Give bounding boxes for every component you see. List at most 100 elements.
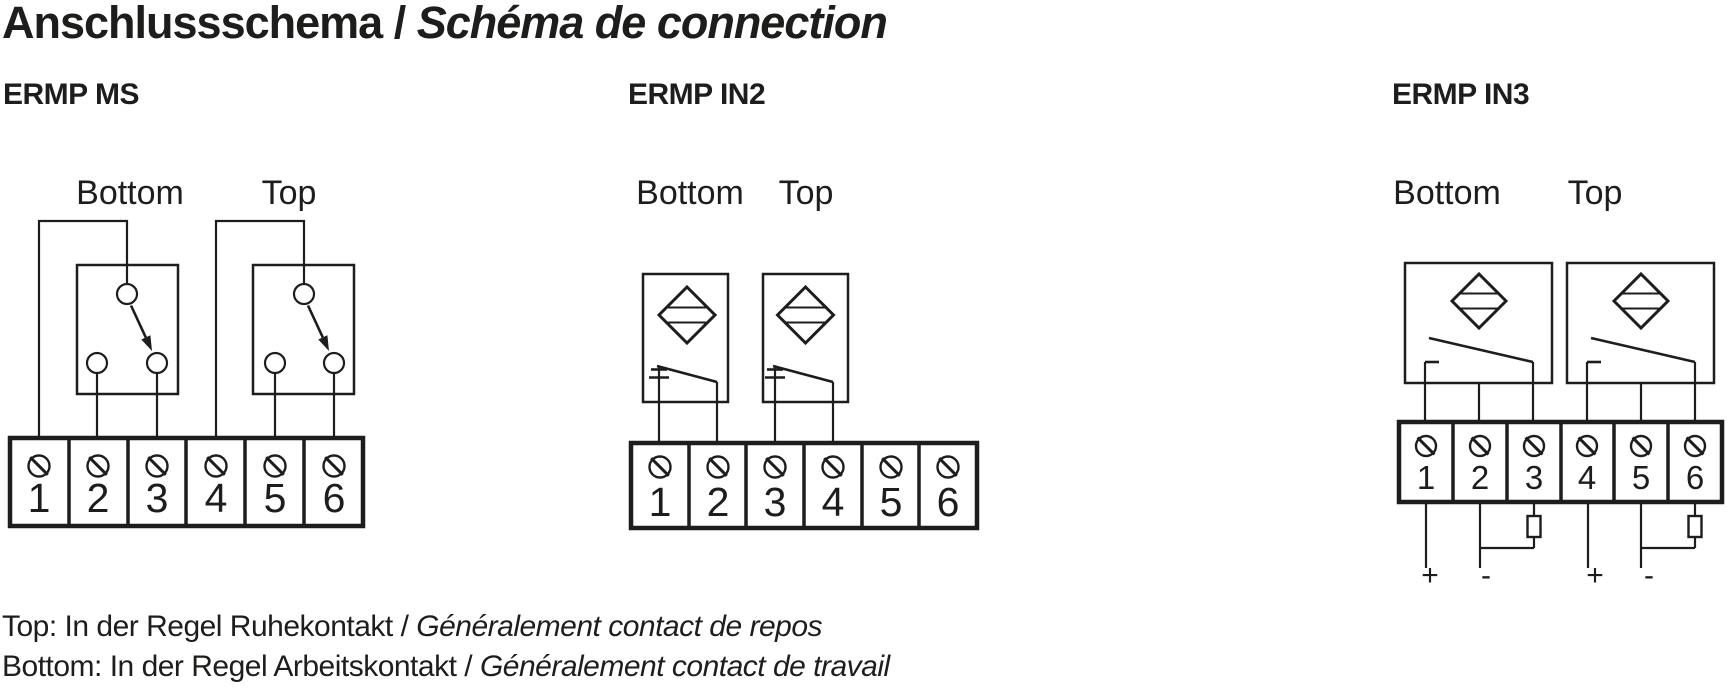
terminal-block: 1 2 3 4 5 bbox=[1396, 419, 1725, 505]
sensor-diamond-icon bbox=[1611, 271, 1671, 331]
terminal-6: 6 bbox=[322, 454, 346, 521]
label-bottom: Bottom bbox=[1393, 174, 1501, 212]
terminal-5: 5 bbox=[263, 454, 287, 521]
screw-icon bbox=[263, 454, 287, 478]
terminal-1: 1 bbox=[27, 454, 51, 521]
switch-arrow-icon bbox=[129, 304, 152, 351]
terminal-2: 2 bbox=[706, 455, 730, 525]
top-sensor bbox=[1565, 261, 1716, 385]
screw-icon bbox=[86, 454, 110, 478]
terminal-2: 2 bbox=[86, 454, 110, 521]
terminal-number: 6 bbox=[937, 479, 960, 525]
section-heading-ermp-ms: ERMP MS bbox=[3, 78, 139, 111]
screw-icon bbox=[763, 455, 787, 479]
label-bottom: Bottom bbox=[636, 174, 744, 212]
sensor-diamond-icon bbox=[775, 284, 836, 346]
screw-icon bbox=[1522, 434, 1546, 458]
top-switch-wiring bbox=[214, 219, 336, 438]
bottom-sensor bbox=[1403, 261, 1554, 385]
diagram-ermp-ms: Bottom Top bbox=[7, 174, 366, 529]
diagram-ermp-in3: Bottom Top bbox=[1393, 174, 1725, 592]
terminal-number: 4 bbox=[205, 475, 228, 521]
screw-icon bbox=[1468, 434, 1492, 458]
terminal-3: 3 bbox=[763, 455, 787, 525]
screw-icon bbox=[1683, 434, 1707, 458]
terminal-number: 6 bbox=[1686, 459, 1704, 496]
terminal-number: 6 bbox=[323, 475, 346, 521]
screw-icon bbox=[204, 454, 228, 478]
footnote-german: Bottom: In der Regel Arbeitskontakt bbox=[2, 650, 457, 683]
footnote-french: Généralement contact de repos bbox=[416, 610, 823, 643]
label-top: Top bbox=[1568, 174, 1623, 212]
top-sensor bbox=[761, 272, 850, 404]
bottom-switch-wiring bbox=[37, 219, 159, 438]
terminal-3: 3 bbox=[145, 454, 169, 521]
title-french: Schéma de connection bbox=[416, 0, 888, 48]
footnote-top: Top: In der Regel Ruhekontakt / Générale… bbox=[2, 610, 823, 643]
bottom-sensor bbox=[641, 272, 730, 404]
terminal-6: 6 bbox=[1683, 434, 1707, 496]
terminal-number: 2 bbox=[87, 475, 110, 521]
screw-icon bbox=[1575, 434, 1599, 458]
terminal-number: 3 bbox=[146, 475, 169, 521]
screw-icon bbox=[322, 454, 346, 478]
label-bottom: Bottom bbox=[76, 174, 184, 212]
terminal-5: 5 bbox=[879, 455, 903, 525]
sensor-diamond-icon bbox=[656, 284, 718, 346]
terminal-6: 6 bbox=[936, 455, 960, 525]
footnote-separator: / bbox=[456, 650, 480, 683]
terminal-number: 3 bbox=[1525, 459, 1543, 496]
page-title: Anschlussschema / Schéma de connection bbox=[2, 0, 888, 48]
footnote-bottom: Bottom: In der Regel Arbeitskontakt / Gé… bbox=[2, 652, 890, 682]
power-wiring bbox=[1424, 502, 1703, 568]
polarity-plus-bottom: + bbox=[1421, 559, 1439, 592]
screw-icon bbox=[706, 455, 730, 479]
bottom-sensor-wiring bbox=[657, 366, 719, 443]
polarity-plus-top: + bbox=[1586, 559, 1604, 592]
polarity-labels: + - + - bbox=[1421, 559, 1654, 592]
resistor-icon bbox=[1687, 514, 1703, 539]
screw-icon bbox=[27, 454, 51, 478]
screw-icon bbox=[879, 455, 903, 479]
screw-icon bbox=[1414, 434, 1438, 458]
terminal-number: 5 bbox=[880, 479, 903, 525]
top-changeover-switch bbox=[251, 263, 356, 396]
terminal-3: 3 bbox=[1522, 434, 1546, 496]
terminal-1: 1 bbox=[648, 455, 672, 525]
bottom-sensor-wiring bbox=[1423, 362, 1535, 422]
terminal-number: 4 bbox=[822, 479, 845, 525]
sensor-diamond-icon bbox=[1449, 271, 1509, 331]
footnote-german: Top: In der Regel Ruhekontakt bbox=[2, 610, 393, 643]
terminal-4: 4 bbox=[204, 454, 228, 521]
section-heading-ermp-in2: ERMP IN2 bbox=[628, 78, 766, 111]
screw-icon bbox=[1629, 434, 1653, 458]
contact-symbol bbox=[1587, 336, 1696, 364]
section-heading-ermp-in3: ERMP IN3 bbox=[1392, 78, 1530, 111]
footnote-separator: / bbox=[392, 610, 417, 643]
resistor-icon bbox=[1526, 514, 1542, 539]
terminal-number: 2 bbox=[1471, 459, 1489, 496]
switch-arrow-icon bbox=[306, 304, 329, 351]
terminal-number: 1 bbox=[1417, 459, 1435, 496]
terminal-1: 1 bbox=[1414, 434, 1438, 496]
terminal-number: 1 bbox=[649, 479, 672, 525]
top-sensor-wiring bbox=[773, 366, 835, 443]
polarity-minus-top: - bbox=[1644, 559, 1654, 592]
terminal-4: 4 bbox=[1575, 434, 1599, 496]
diagram-ermp-in2: Bottom Top bbox=[628, 174, 980, 531]
terminal-number: 4 bbox=[1578, 459, 1596, 496]
terminal-block: 1 2 3 4 5 bbox=[628, 440, 980, 531]
label-top: Top bbox=[779, 174, 834, 212]
terminal-4: 4 bbox=[821, 455, 845, 525]
terminal-number: 5 bbox=[1632, 459, 1650, 496]
title-german: Anschlussschema bbox=[2, 0, 383, 48]
screw-icon bbox=[145, 454, 169, 478]
bottom-changeover-switch bbox=[75, 263, 180, 396]
terminal-number: 5 bbox=[264, 475, 287, 521]
title-separator: / bbox=[382, 0, 417, 48]
terminal-2: 2 bbox=[1468, 434, 1492, 496]
terminal-block: 1 2 3 4 5 bbox=[7, 435, 366, 529]
terminal-number: 3 bbox=[764, 479, 787, 525]
footnote-french: Généralement contact de travail bbox=[479, 650, 890, 683]
